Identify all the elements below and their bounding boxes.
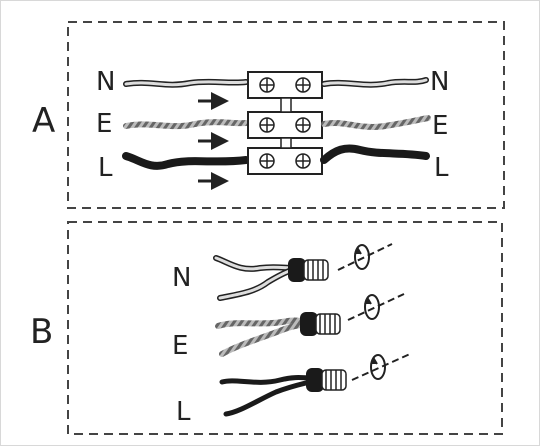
- panel-b-neutral-connection: [213, 243, 393, 301]
- panel-a-left-e-label: E: [96, 109, 112, 139]
- terminal-block: [247, 71, 323, 175]
- panel-a-earth-wire-left: [123, 119, 249, 130]
- panel-b-l-label: L: [176, 397, 191, 427]
- panel-b-earth-connection: [215, 293, 405, 357]
- panel-a-right-e-label: E: [432, 111, 448, 141]
- panel-b-frame: [67, 221, 503, 435]
- twist-rotation-icon: [347, 293, 405, 321]
- twist-rotation-icon: [337, 243, 393, 271]
- panel-a-earth-wire-right: [321, 115, 431, 130]
- panel-b-n-label: N: [172, 263, 191, 293]
- panel-a-right-n-label: N: [430, 67, 449, 97]
- terminal-neutral: [247, 71, 323, 99]
- panel-a-right-l-label: L: [434, 153, 449, 183]
- panel-a-label: A: [32, 101, 55, 141]
- panel-a-frame: [67, 21, 505, 209]
- terminal-live: [247, 147, 323, 175]
- terminal-earth: [247, 111, 323, 139]
- panel-a-left-n-label: N: [96, 67, 115, 97]
- panel-b-live-connection: [219, 353, 411, 417]
- wire-nut-icon: [288, 258, 329, 282]
- panel-b-e-label: E: [172, 331, 188, 361]
- panel-a-left-l-label: L: [98, 153, 113, 183]
- panel-a-live-wire-left: [122, 152, 250, 170]
- twist-rotation-icon: [351, 353, 411, 381]
- panel-a-arrows: [198, 92, 229, 190]
- wire-nut-icon: [306, 368, 347, 392]
- wire-nut-icon: [300, 312, 341, 336]
- panel-b-label: B: [30, 312, 53, 352]
- panel-a-live-wire-right: [320, 144, 430, 164]
